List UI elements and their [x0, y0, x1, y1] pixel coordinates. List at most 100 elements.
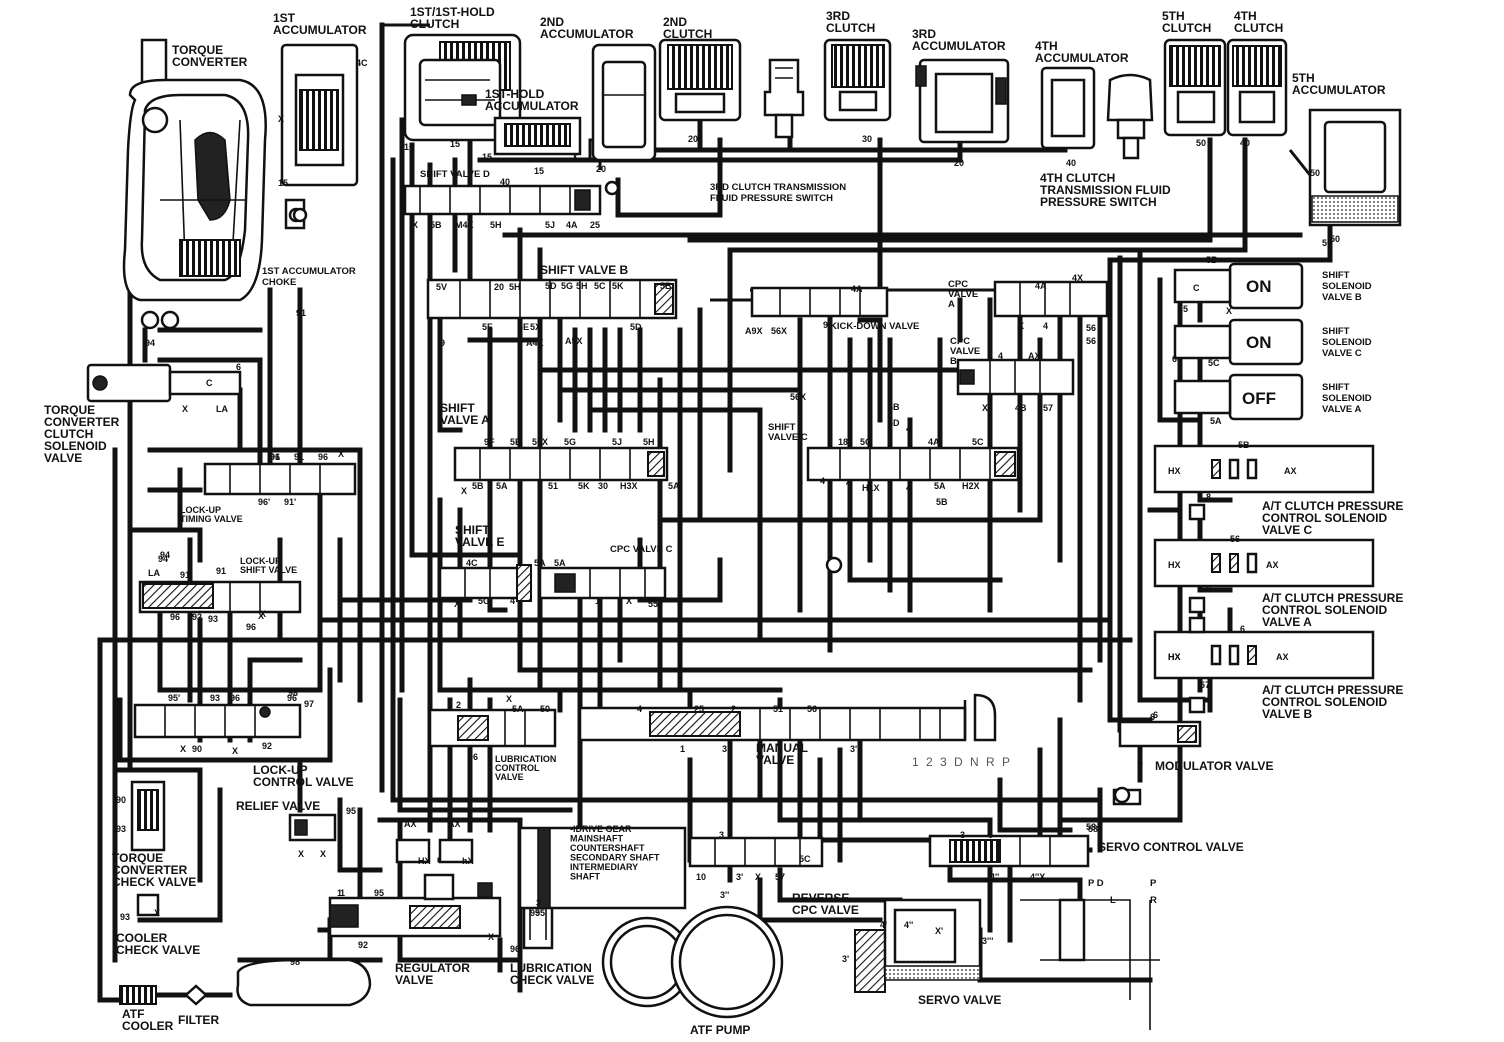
label-shift-valve-c: VALVE C	[768, 432, 808, 443]
port-label-svb_top: 5K	[612, 281, 624, 291]
label-torque-converter-clutch-solenoid: TORQUE	[44, 403, 95, 417]
strainer	[236, 958, 372, 1007]
first-accumulator	[280, 43, 359, 230]
port-label-luc: X	[232, 746, 238, 756]
port-label-acc5: 50	[1310, 168, 1320, 178]
port-label-misc: 98	[288, 688, 298, 698]
port-label-lut: X	[338, 449, 344, 459]
port-label-clutch5: 50	[1196, 138, 1206, 148]
servo-linkage	[1020, 898, 1160, 1030]
solenoid-states: ON ON OFF	[1242, 277, 1276, 408]
port-label-kick: A9X	[745, 326, 763, 336]
port-label-manual: 2	[731, 704, 736, 714]
port-label-rev: 5C	[799, 854, 811, 864]
port-label-misc: 98	[290, 957, 300, 967]
atf-pump	[601, 905, 784, 1019]
port-label-lus: 96	[170, 612, 180, 622]
port-label-lus: X	[258, 611, 264, 621]
third-clutch	[823, 38, 892, 122]
port-label-svb_top: 5D	[545, 281, 557, 291]
lock-up-shift-valve	[138, 580, 302, 614]
label-torque-converter: TORQUE	[172, 43, 223, 57]
port-label-atc: HX	[1168, 652, 1181, 662]
port-label-kick: 4A	[851, 284, 863, 294]
port-label-relief: 95	[346, 806, 356, 816]
port-label-reg: X	[488, 932, 494, 942]
port-label-luc: 93	[210, 693, 220, 703]
port-label-acc1: X	[278, 114, 284, 124]
label-first-hold-clutch: CLUTCH	[410, 17, 459, 31]
shift-valve-d	[403, 184, 602, 216]
fourth-clutch	[1226, 38, 1288, 137]
label-third-clutch-pressure-switch: 3RD CLUTCH TRANSMISSION	[710, 182, 846, 193]
port-label-luc: 97	[304, 699, 314, 709]
label-third-clutch: CLUTCH	[826, 21, 875, 35]
label-cpc-valve-b: B	[950, 356, 957, 367]
port-label-svc: H1X	[862, 483, 880, 493]
port-label-sols: 5B	[1206, 255, 1218, 265]
port-label-svc: 5D	[888, 418, 900, 428]
port-label-tcc: LA	[216, 404, 228, 414]
port-label-cpcb: 4B	[1015, 403, 1027, 413]
port-label-atc: 8	[1206, 584, 1211, 594]
port-label-misc: 1	[340, 888, 345, 898]
port-label-lus: 6	[278, 628, 283, 638]
port-label-atc: HX	[1168, 466, 1181, 476]
label-atcps-a: CONTROL SOLENOID	[1262, 603, 1387, 617]
port-label-luc: 95'	[168, 693, 180, 703]
shift-valve-e	[438, 564, 532, 602]
port-label-relief: X	[320, 849, 326, 859]
port-label-svb_top: 5G	[561, 281, 573, 291]
port-label-kick: 9	[823, 320, 828, 330]
port-label-svc: 4	[906, 483, 911, 493]
port-label-reg: 95	[374, 888, 384, 898]
reverse-cpc-valve	[688, 836, 824, 868]
port-label-tccv: 90	[116, 795, 126, 805]
port-label-atc: HX	[1168, 652, 1181, 662]
selector-small: P	[1150, 878, 1157, 889]
port-label-reg: 92	[358, 940, 368, 950]
port-label-manual: 51	[773, 704, 783, 714]
label-atf-cooler: COOLER	[122, 1019, 174, 1033]
port-label-lubctl: 96	[468, 752, 478, 762]
cpc-valve-a	[993, 280, 1109, 318]
label-lock-up-shift-valve: SHIFT VALVE	[240, 565, 297, 575]
port-label-svd: 4A	[566, 220, 578, 230]
label-torque-converter-check-valve: TORQUE	[112, 851, 163, 865]
check-balls	[292, 180, 1131, 804]
port-label-servo: 3'	[842, 954, 849, 964]
label-shift-solenoid-a: SHIFT	[1322, 382, 1350, 393]
label-shift-valve-b: SHIFT VALVE B	[540, 263, 629, 277]
port-label-lubcv: 95'	[530, 908, 542, 918]
label-torque-converter: CONVERTER	[172, 55, 248, 69]
port-label-clutch2: 20	[688, 134, 698, 144]
label-atcps-b: VALVE B	[1262, 707, 1313, 721]
port-label-svc: 4B	[888, 402, 900, 412]
manual-valve	[578, 693, 997, 742]
port-label-cpca: 4A	[1035, 281, 1047, 291]
label-atcps-b: CONTROL SOLENOID	[1262, 695, 1387, 709]
port-label-svb_bot: 5D	[630, 322, 642, 332]
port-label-svc: 8	[798, 477, 803, 487]
port-label-acc1: 4C	[356, 58, 368, 68]
port-label-cpcb: AX	[1028, 351, 1041, 361]
port-label-sols: 6	[1172, 354, 1177, 364]
port-label-atc: AX	[1266, 560, 1279, 570]
hx-boxes	[395, 838, 474, 864]
port-label-lus: 96	[246, 622, 256, 632]
port-label-hx: HX	[418, 856, 431, 866]
cpc-valve-c	[538, 566, 667, 600]
port-label-rev: 3	[719, 830, 724, 840]
label-regulator-valve: VALVE	[395, 973, 433, 987]
label-filter: FILTER	[178, 1013, 219, 1027]
label-second-accumulator: 2ND	[540, 15, 564, 29]
port-label-svb_top: 5H	[509, 282, 521, 292]
port-label-cpca: 56	[1086, 323, 1096, 333]
port-label-clutch1: 15	[450, 139, 460, 149]
port-label-svd: 5H	[490, 220, 502, 230]
kick-down-valve	[750, 286, 889, 318]
label-third-clutch-pressure-switch: FLUID PRESSURE SWITCH	[710, 193, 833, 204]
label-torque-converter-clutch-solenoid: CONVERTER	[44, 415, 120, 429]
label-kick-down-valve: KICK-DOWN VALVE	[830, 321, 919, 332]
port-label-misc: 94	[160, 550, 170, 560]
